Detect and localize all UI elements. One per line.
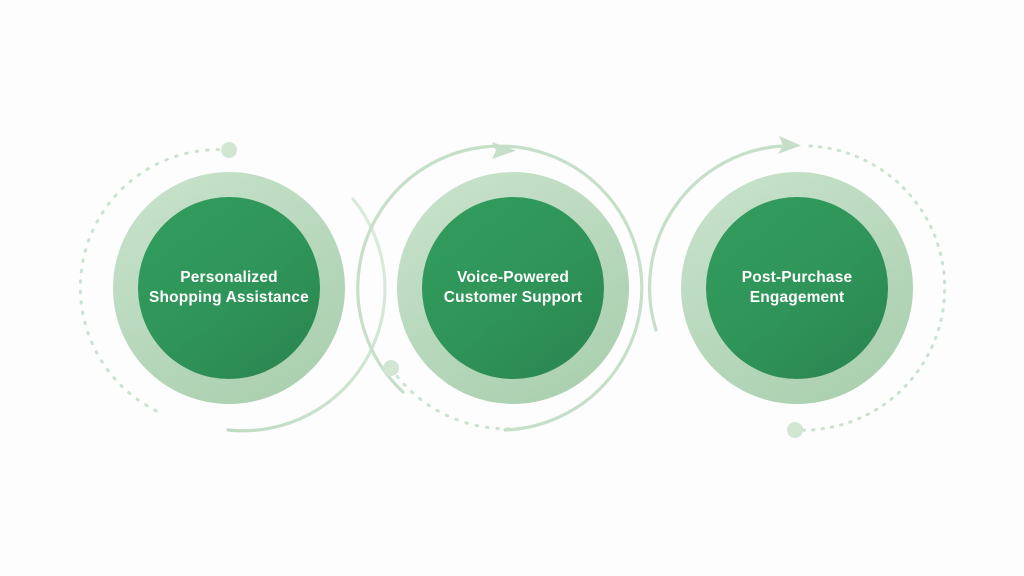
accent-dot bbox=[787, 422, 803, 438]
step-1-node[interactable] bbox=[113, 172, 345, 404]
accent-dot bbox=[221, 142, 237, 158]
step-2-decoration bbox=[356, 142, 644, 432]
accent-dot bbox=[383, 360, 399, 376]
dotted-arc bbox=[793, 144, 947, 432]
step-3-inner-circle bbox=[706, 197, 888, 379]
arrow-head-icon bbox=[778, 136, 801, 154]
step-3-decoration bbox=[647, 136, 947, 438]
dotted-arc bbox=[389, 366, 523, 431]
progress-arc bbox=[647, 144, 784, 332]
step-1-inner-circle bbox=[138, 197, 320, 379]
step-2-inner-circle bbox=[422, 197, 604, 379]
step-3-node[interactable] bbox=[681, 172, 913, 404]
step-2-node[interactable] bbox=[397, 172, 629, 404]
step-1-decoration bbox=[78, 142, 387, 433]
progress-arc bbox=[356, 144, 644, 432]
progress-arc bbox=[226, 197, 387, 433]
arrow-head-icon bbox=[492, 142, 516, 159]
